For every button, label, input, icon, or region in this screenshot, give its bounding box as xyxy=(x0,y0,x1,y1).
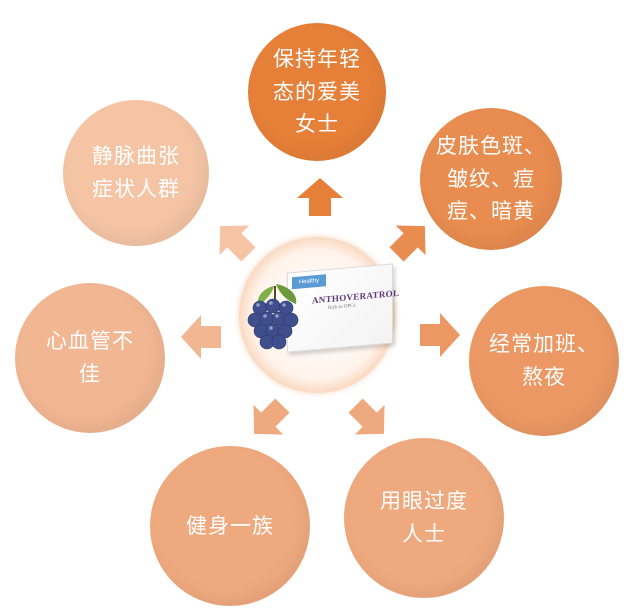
node-skin-problems: 皮肤色斑、 皱纹、痘 痘、暗黄 xyxy=(420,108,562,250)
node-eye-strain: 用眼过度 人士 xyxy=(344,438,504,598)
arrow-left xyxy=(181,315,221,359)
arrow-up-left xyxy=(219,225,256,262)
arrow-up xyxy=(297,178,343,216)
arrow-up-right xyxy=(389,225,426,262)
arrow-down-left xyxy=(253,398,290,435)
node-overtime-late-nights: 经常加班、 熬夜 xyxy=(469,286,619,436)
grapes-icon xyxy=(247,284,299,350)
node-varicose-veins: 静脉曲张 症状人群 xyxy=(63,100,209,246)
node-fitness-group: 健身一族 xyxy=(150,446,310,606)
product-subtitle: Rich in OPCs xyxy=(328,303,356,312)
node-cardiovascular: 心血管不 佳 xyxy=(15,283,165,433)
node-youthful-women: 保持年轻 态的爱美 女士 xyxy=(248,23,386,161)
arrow-down-right xyxy=(348,398,385,435)
arrow-right xyxy=(420,313,460,357)
